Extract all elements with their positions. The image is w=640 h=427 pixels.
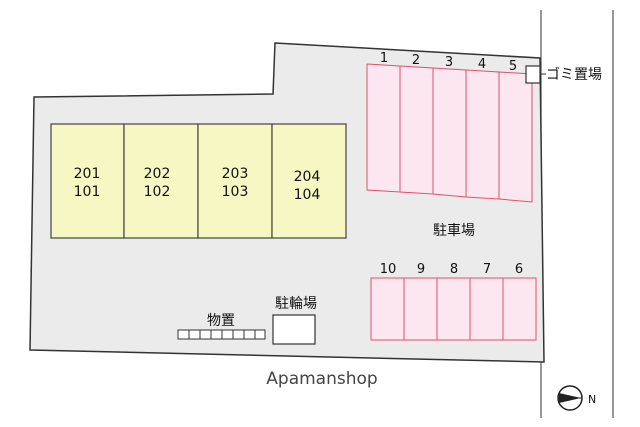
parking-space-5 xyxy=(498,71,533,203)
storage-shed xyxy=(210,329,223,340)
storage-sheds xyxy=(177,329,266,340)
storage-shed xyxy=(199,329,212,340)
parking-space-6 xyxy=(502,277,537,341)
parking-space-9 xyxy=(403,277,438,341)
parking-num-8: 8 xyxy=(450,262,458,277)
parking-space-4 xyxy=(465,69,500,200)
unit-4-lower: 104 xyxy=(294,187,321,203)
storage-shed xyxy=(188,329,201,340)
parking-num-6: 6 xyxy=(515,262,523,277)
unit-block-1 xyxy=(50,123,125,239)
unit-3-upper: 203 xyxy=(222,166,249,182)
parking-area-label: 駐車場 xyxy=(433,222,475,239)
building-units: 201 101 202 102 203 103 204 104 xyxy=(50,123,347,239)
watermark-text: Apamanshop xyxy=(266,369,377,389)
parking-num-9: 9 xyxy=(417,262,425,277)
unit-2-upper: 202 xyxy=(144,166,171,182)
parking-num-1: 1 xyxy=(380,51,388,66)
parking-num-7: 7 xyxy=(483,262,491,277)
bicycle-parking-label: 駐輪場 xyxy=(275,295,317,312)
parking-space-1 xyxy=(366,63,401,193)
parking-top-row: 1 2 3 4 5 xyxy=(366,51,533,203)
storage-shed xyxy=(232,329,245,340)
parking-space-7 xyxy=(469,277,504,341)
bicycle-parking-box xyxy=(272,314,316,345)
unit-1-upper: 201 xyxy=(74,166,101,182)
unit-block-3 xyxy=(197,123,273,239)
storage-shed xyxy=(243,329,256,340)
parking-space-2 xyxy=(399,65,434,195)
parking-space-3 xyxy=(432,67,467,198)
unit-4-upper: 204 xyxy=(294,169,321,185)
storage-shed xyxy=(254,329,266,340)
storage-label: 物置 xyxy=(207,313,235,329)
unit-1-lower: 101 xyxy=(74,184,101,200)
parking-num-10: 10 xyxy=(380,262,397,277)
unit-block-4 xyxy=(271,123,347,239)
parking-num-2: 2 xyxy=(412,53,420,68)
north-arrow-icon xyxy=(557,385,583,411)
unit-3-lower: 103 xyxy=(222,184,249,200)
unit-2-lower: 102 xyxy=(144,184,171,200)
parking-bottom-row: 10 9 8 7 6 xyxy=(370,262,537,341)
north-label: N xyxy=(588,393,596,406)
storage-shed xyxy=(221,329,234,340)
storage-shed xyxy=(177,329,190,340)
garbage-area-label: ゴミ置場 xyxy=(546,66,602,83)
garbage-area-box xyxy=(525,65,541,84)
parking-num-3: 3 xyxy=(445,55,453,70)
parking-num-4: 4 xyxy=(478,57,486,72)
parking-space-10 xyxy=(370,277,405,341)
parking-num-5: 5 xyxy=(509,59,517,74)
parking-space-8 xyxy=(436,277,471,341)
